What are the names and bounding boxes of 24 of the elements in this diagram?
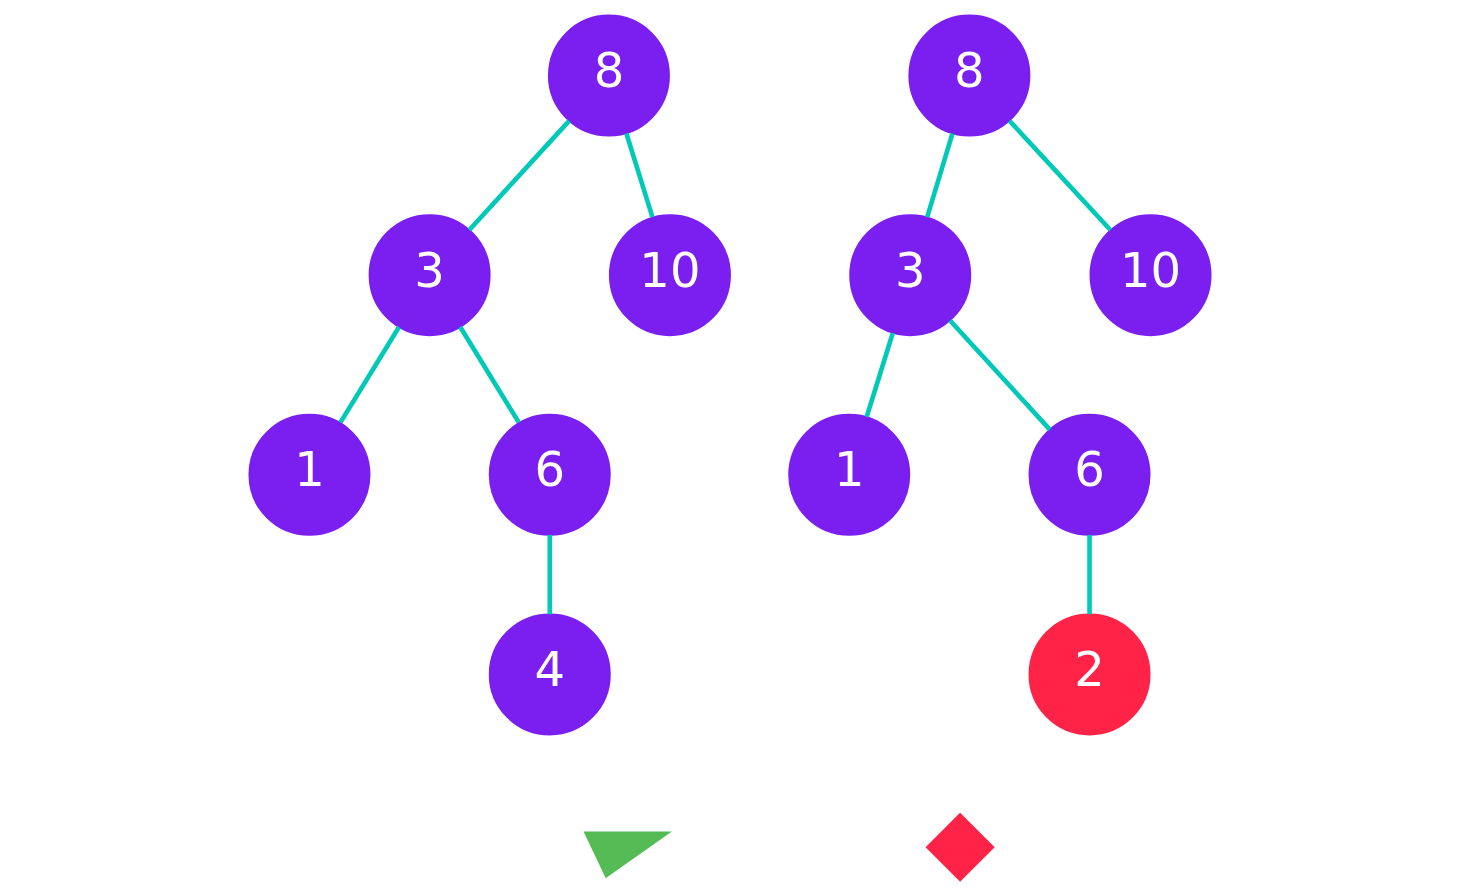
node-circle: 10 — [608, 214, 731, 337]
connector — [467, 119, 571, 232]
node-check — [583, 831, 672, 879]
connector — [458, 325, 521, 424]
connector — [547, 534, 553, 615]
node-circle: 3 — [849, 214, 972, 337]
node-circle: 1 — [248, 413, 371, 536]
node-circle: 4 — [488, 613, 611, 736]
node-circle: 6 — [1028, 413, 1151, 536]
node-circle: 3 — [368, 214, 491, 337]
node-circle: 6 — [488, 413, 611, 536]
connector — [338, 325, 401, 424]
connector — [624, 132, 655, 218]
node-cross — [925, 812, 995, 882]
node-circle: 8 — [908, 14, 1031, 137]
connector — [864, 332, 895, 418]
node-circle: 10 — [1089, 214, 1212, 337]
connector — [1087, 534, 1092, 615]
node-circle: 2 — [1028, 613, 1151, 736]
connector — [948, 318, 1052, 432]
connector — [1007, 119, 1113, 232]
node-circle: 1 — [788, 413, 911, 536]
connector — [924, 132, 955, 218]
node-circle: 8 — [547, 14, 670, 137]
